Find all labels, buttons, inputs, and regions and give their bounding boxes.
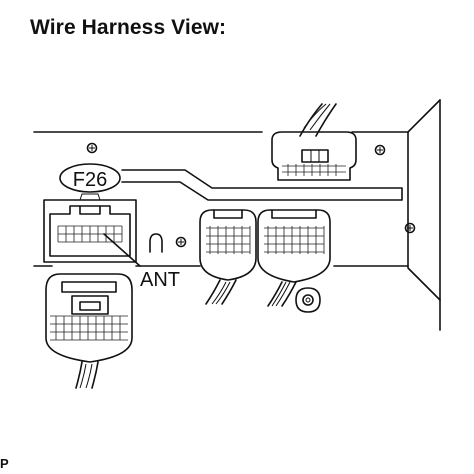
leader-line xyxy=(103,233,141,267)
clip-hook xyxy=(149,233,163,253)
page-mark: P xyxy=(0,456,9,471)
bolt-icon xyxy=(86,142,98,154)
connector-icon xyxy=(45,273,133,363)
page-title: Wire Harness View: xyxy=(30,16,227,39)
bolt-icon xyxy=(404,222,416,234)
wire-bundle-icon xyxy=(267,281,297,307)
wire-bundle-icon xyxy=(299,103,337,137)
connector-icon xyxy=(271,131,357,181)
connector-code-callout xyxy=(59,163,121,193)
panel-outline xyxy=(33,99,441,331)
connector-icon xyxy=(257,209,331,283)
bolt-icon xyxy=(295,287,321,313)
connector-label: ANT xyxy=(140,269,180,291)
bolt-icon xyxy=(374,144,386,156)
bolt-icon xyxy=(175,236,187,248)
connector-icon xyxy=(199,209,257,281)
wire-bundle-icon xyxy=(205,279,237,305)
connector-icon xyxy=(43,193,137,263)
wire-bundle-icon xyxy=(75,361,99,389)
connector-code: F26 xyxy=(73,169,107,191)
